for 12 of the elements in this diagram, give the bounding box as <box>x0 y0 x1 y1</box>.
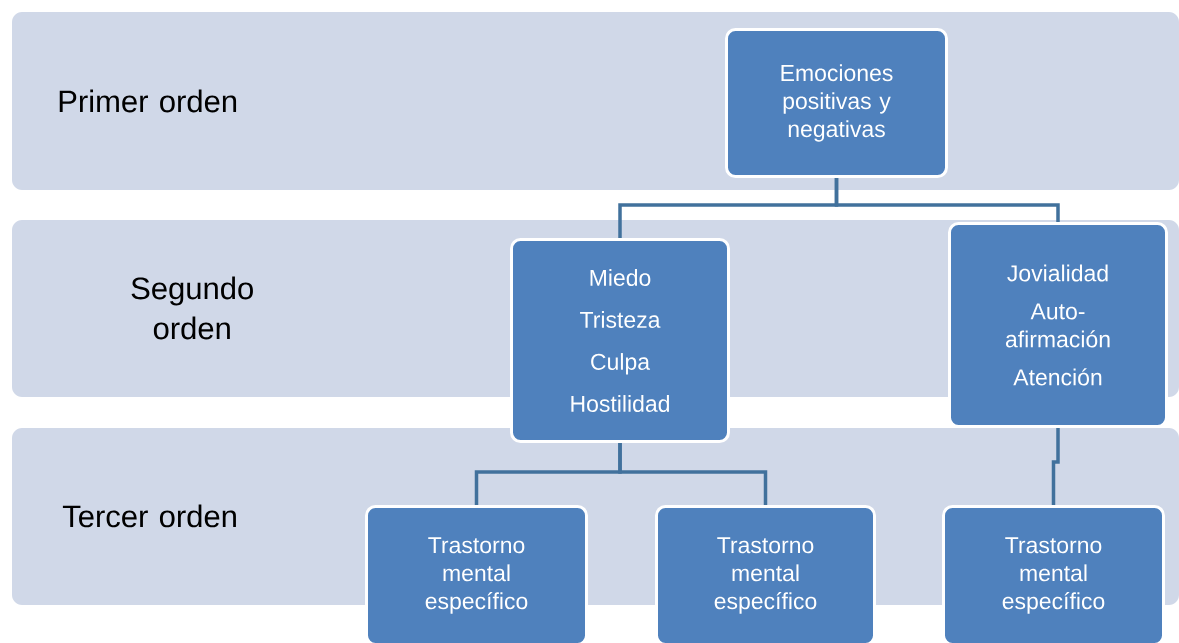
row-label: Segundo orden <box>131 276 253 340</box>
connector-line <box>618 443 768 505</box>
row-label: Primer orden <box>59 89 237 113</box>
category-box: Miedo Tristeza Culpa Hostilidad <box>510 238 730 443</box>
category-box: Emociones positivas y negativas <box>725 28 948 178</box>
connector-line <box>834 178 1060 222</box>
connector-line <box>1051 428 1060 505</box>
row-label: Tercer orden <box>62 504 236 528</box>
category-box: Trastorno mental específico <box>655 505 876 643</box>
category-box: Jovialidad Auto- afirmación Atención <box>948 222 1168 428</box>
category-box: Trastorno mental específico <box>365 505 588 643</box>
category-box: Trastorno mental específico <box>942 505 1165 643</box>
